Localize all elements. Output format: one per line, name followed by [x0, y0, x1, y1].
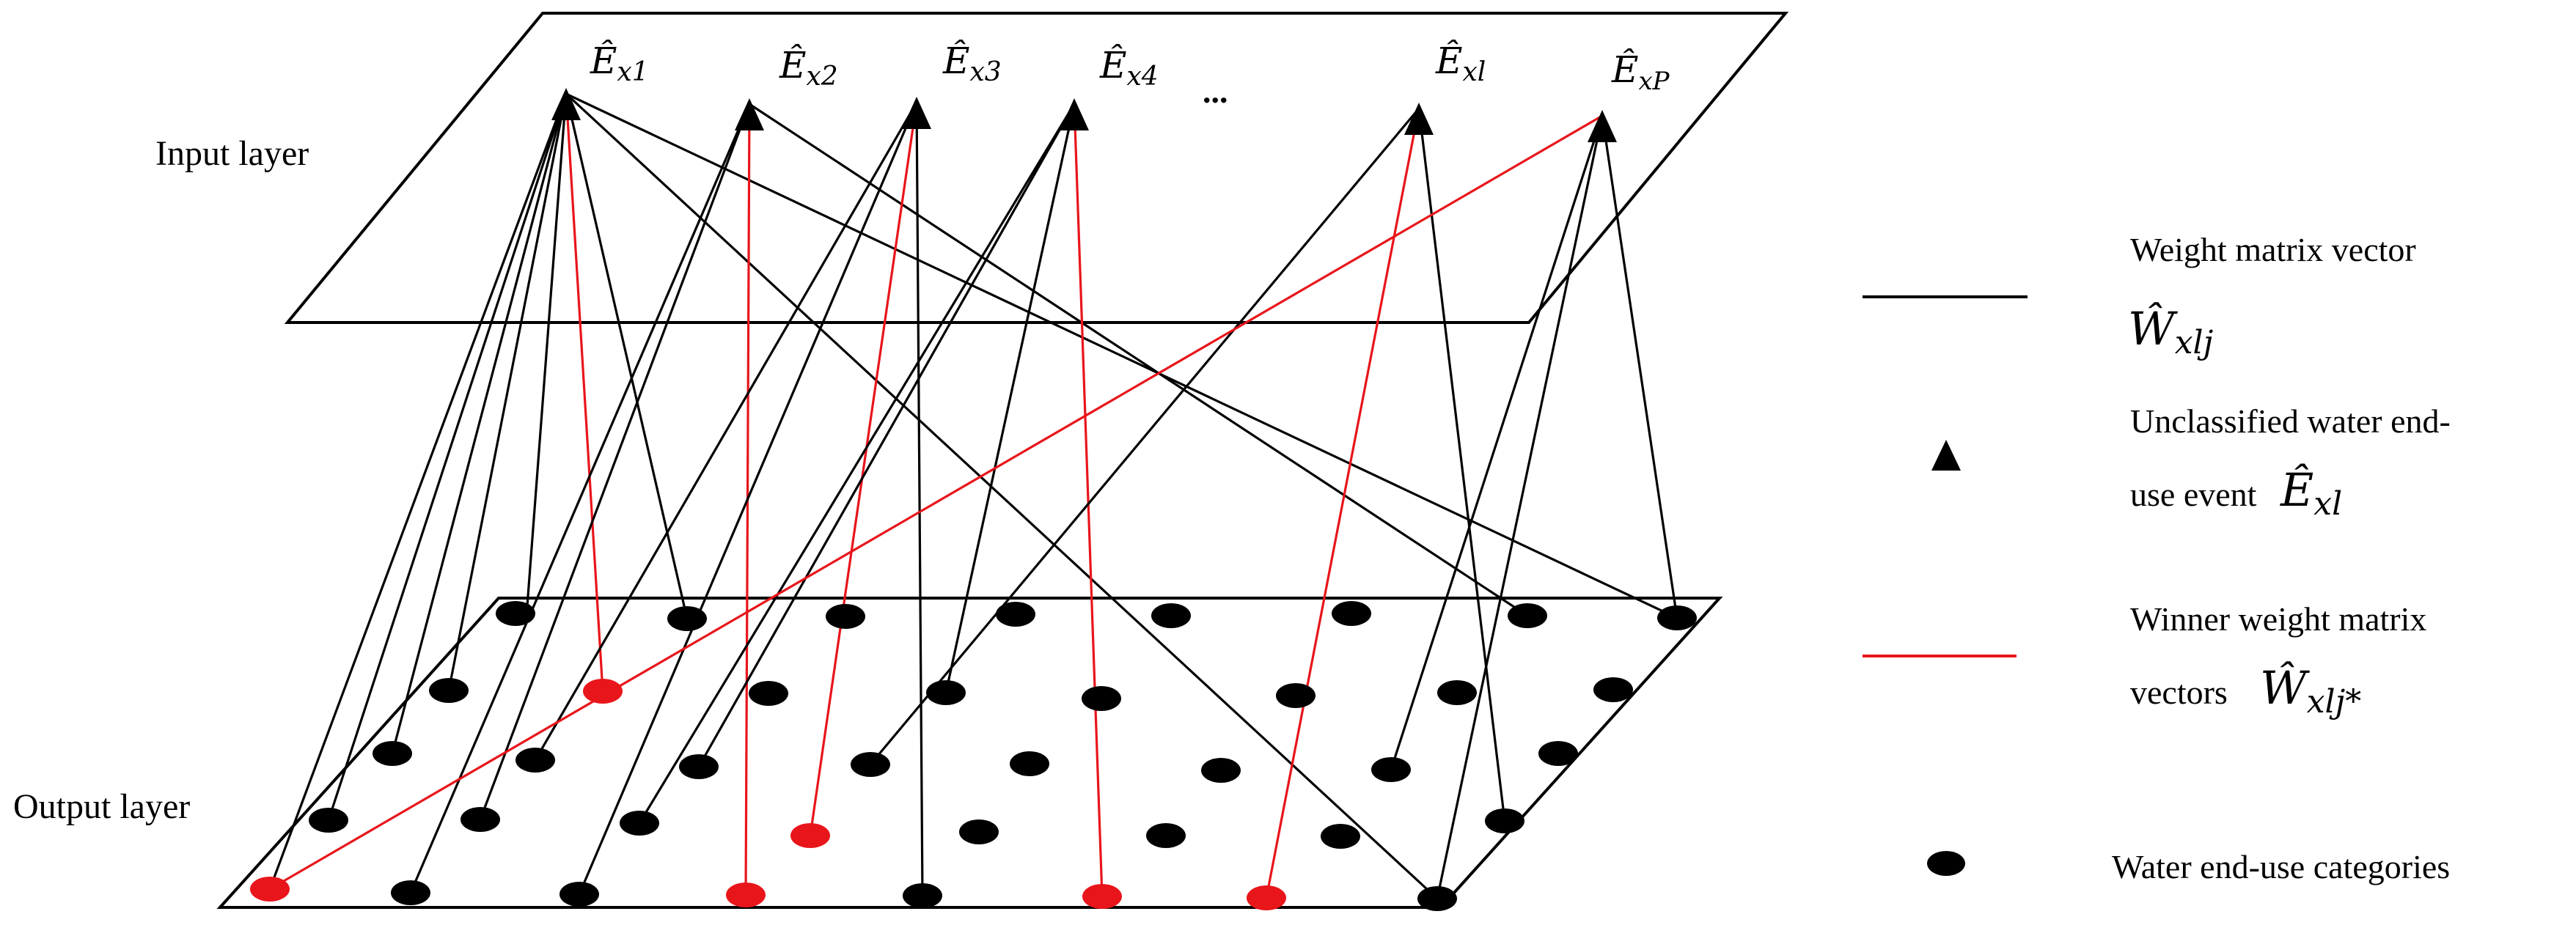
weight-line: [638, 103, 1076, 824]
input-event-triangle-icon: [551, 88, 581, 120]
category-node: [667, 606, 707, 631]
winner-category-node: [250, 877, 290, 902]
input-label-4: Êx4: [1099, 43, 1159, 92]
weight-line: [479, 103, 751, 820]
output-nodes: [250, 601, 1697, 911]
input-event-triangle-icon: [1588, 110, 1617, 142]
category-node: [1146, 823, 1186, 848]
weight-line: [327, 93, 568, 821]
category-node: [926, 680, 966, 705]
input-layer-label: Input layer: [155, 134, 309, 173]
input-label-l: Êxl: [1435, 39, 1486, 87]
legend-event-symbol: Êxl: [2280, 463, 2342, 523]
input-ellipsis: ...: [1203, 73, 1228, 110]
input-event-triangle-icon: [1404, 103, 1434, 135]
weight-line: [534, 102, 918, 761]
weight-line: [578, 102, 918, 895]
legend-event-label-1: Unclassified water end-: [2130, 402, 2451, 440]
category-node: [460, 807, 500, 832]
category-node: [1593, 677, 1633, 702]
winner-category-node: [726, 882, 766, 907]
category-node: [429, 678, 469, 703]
connection-lines: [268, 92, 1678, 900]
weight-line: [749, 103, 1528, 617]
weight-line: [565, 92, 1678, 619]
category-node: [959, 819, 999, 844]
category-node: [851, 752, 890, 777]
category-node: [391, 880, 430, 905]
input-labels: Êx1 Êx2 Êx3 Êx4 ... Êxl ÊxP: [590, 39, 1670, 110]
legend-weight-symbol: Ŵxlj: [2128, 302, 2213, 361]
category-node: [1332, 601, 1371, 626]
legend-event-label-2: use event: [2130, 476, 2257, 513]
category-node: [1010, 751, 1049, 776]
winner-weight-line: [565, 93, 604, 692]
legend-winner-label-2: vectors: [2130, 674, 2228, 711]
weight-line: [1436, 115, 1604, 899]
winner-weight-line: [1073, 103, 1104, 897]
category-node: [749, 681, 788, 706]
category-node: [1437, 680, 1477, 705]
category-node: [1508, 603, 1547, 628]
winner-category-node: [1082, 884, 1122, 909]
weight-line: [915, 102, 924, 896]
weight-line: [268, 93, 568, 890]
input-label-2: Êx2: [779, 43, 838, 92]
category-node: [903, 883, 942, 908]
input-nodes: [551, 88, 1617, 142]
category-node: [1321, 824, 1360, 849]
weight-line: [1390, 115, 1604, 770]
input-label-1: Êx1: [590, 39, 649, 87]
category-node: [1201, 758, 1241, 783]
weight-line: [409, 103, 751, 893]
weight-line: [447, 93, 568, 691]
category-node: [1276, 683, 1315, 708]
input-layer-plane: [284, 12, 1789, 324]
input-event-triangle-icon: [902, 97, 931, 129]
input-event-triangle-icon: [1060, 98, 1089, 130]
category-node: [309, 808, 348, 833]
category-node: [1485, 808, 1524, 833]
category-node: [1371, 757, 1411, 782]
weight-line: [1601, 115, 1678, 619]
category-node: [559, 882, 599, 907]
output-layer-label: Output layer: [13, 787, 190, 826]
winner-weight-line: [809, 102, 918, 836]
category-node: [679, 754, 719, 779]
weight-line: [1417, 108, 1506, 822]
category-node: [996, 602, 1035, 627]
input-event-triangle-icon: [735, 98, 764, 130]
category-node: [1417, 886, 1457, 911]
winner-category-node: [583, 679, 623, 704]
winner-weight-line: [269, 114, 1603, 891]
winner-category-node: [1247, 885, 1286, 910]
legend-winner-symbol: Ŵxlj*: [2260, 661, 2361, 721]
weight-line: [697, 103, 1076, 767]
weight-line: [869, 107, 1420, 766]
legend-event-triangle-icon: [1931, 440, 1961, 471]
legend: Weight matrix vector Ŵxlj Unclassified w…: [1863, 231, 2451, 885]
weight-line: [944, 103, 1076, 693]
input-label-p: ÊxP: [1611, 48, 1670, 96]
category-node: [1082, 686, 1121, 711]
winner-weight-line: [1265, 108, 1420, 899]
category-node: [515, 748, 555, 773]
category-node: [373, 741, 412, 766]
legend-winner-label-1: Winner weight matrix: [2130, 600, 2426, 638]
weight-line: [391, 93, 568, 754]
weight-line: [525, 93, 568, 616]
legend-weight-label: Weight matrix vector: [2130, 231, 2416, 268]
input-label-3: Êx3: [942, 39, 1002, 87]
legend-category-dot-icon: [1927, 851, 1965, 876]
legend-category-label: Water end-use categories: [2112, 848, 2450, 885]
category-node: [826, 604, 865, 629]
category-node: [1657, 605, 1697, 630]
category-node: [1538, 741, 1578, 766]
category-node: [496, 601, 535, 626]
category-node: [1151, 603, 1191, 628]
category-node: [620, 811, 659, 836]
winner-category-node: [790, 823, 830, 848]
